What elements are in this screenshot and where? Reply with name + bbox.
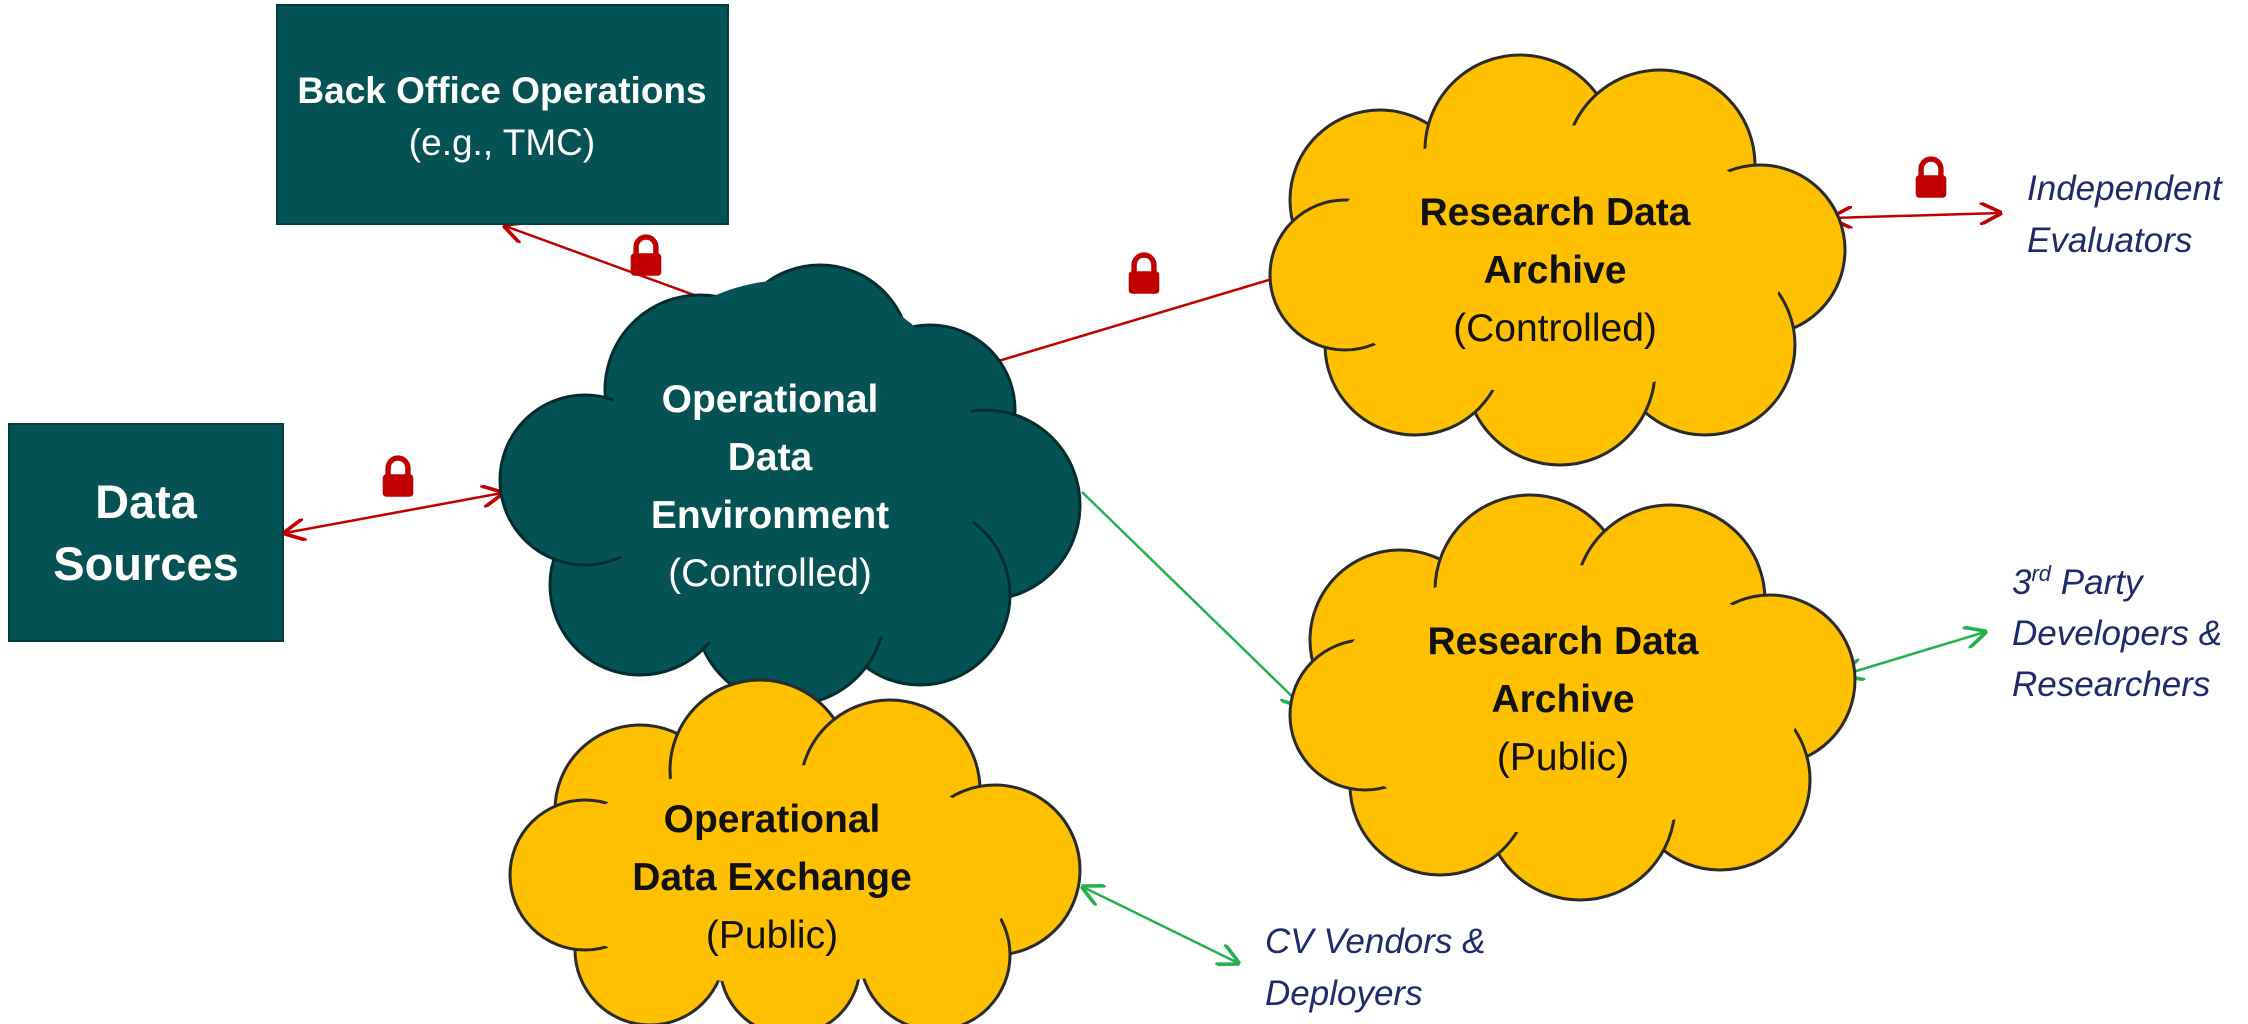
rda-controlled-qualifier: (Controlled): [1453, 307, 1657, 350]
padlock-icon: [383, 458, 414, 497]
odx-line2: Data Exchange: [632, 856, 912, 899]
link-odx-cv-vendors: [1083, 887, 1238, 963]
third-party-rest: Party: [2051, 563, 2145, 602]
cv-vendors-line1: CV Vendors &: [1265, 922, 1485, 961]
ode-line1: Operational: [662, 378, 879, 421]
link-sources-ode: [285, 493, 502, 533]
rda-public-line1: Research Data: [1428, 620, 1699, 663]
actor-third-party-developers: 3rd Party Developers & Researchers: [2012, 561, 2222, 704]
research-data-archive-public-cloud: Research Data Archive (Public): [1288, 493, 1857, 902]
cv-vendors-line2: Deployers: [1265, 974, 1423, 1013]
third-party-ordinal: 3: [2012, 563, 2032, 602]
padlock-icon: [1129, 255, 1160, 294]
third-party-line1: 3rd Party: [2012, 561, 2145, 602]
third-party-superscript: rd: [2031, 561, 2051, 586]
data-sources-line1: Data: [95, 475, 198, 528]
link-ode-rda-controlled: [964, 273, 1292, 373]
independent-line1: Independent: [2027, 169, 2223, 208]
odx-qualifier: (Public): [706, 914, 838, 957]
data-sources-node: Data Sources: [8, 423, 284, 642]
actor-cv-vendors-deployers: CV Vendors & Deployers: [1265, 922, 1485, 1013]
link-rda-controlled-evaluators: [1832, 213, 2000, 218]
ode-line3: Environment: [651, 494, 889, 537]
back-office-subtitle: (e.g., TMC): [409, 122, 595, 163]
odx-line1: Operational: [664, 798, 881, 841]
rda-controlled-line2: Archive: [1483, 249, 1626, 292]
link-ode-rda-public: [1081, 491, 1302, 706]
data-sources-line2: Sources: [53, 537, 238, 590]
ode-line2: Data: [728, 436, 813, 479]
operational-data-environment-cloud: Operational Data Environment (Controlled…: [498, 263, 1082, 707]
back-office-title: Back Office Operations: [297, 70, 706, 111]
research-data-archive-controlled-cloud: Research Data Archive (Controlled): [1268, 53, 1847, 467]
ode-qualifier: (Controlled): [668, 552, 872, 595]
padlock-icon: [1916, 159, 1947, 198]
rda-public-qualifier: (Public): [1497, 736, 1629, 779]
back-office-operations-node: Back Office Operations (e.g., TMC): [276, 4, 729, 225]
rda-public-line2: Archive: [1491, 678, 1634, 721]
padlock-icon: [631, 237, 662, 276]
actor-independent-evaluators: Independent Evaluators: [2027, 169, 2223, 260]
rda-controlled-line1: Research Data: [1420, 191, 1691, 234]
third-party-line3: Researchers: [2012, 665, 2210, 704]
link-rda-public-developers: [1843, 632, 1985, 675]
third-party-line2: Developers &: [2012, 614, 2222, 653]
independent-line2: Evaluators: [2027, 221, 2192, 260]
operational-data-exchange-cloud: Operational Data Exchange (Public): [508, 678, 1082, 1024]
